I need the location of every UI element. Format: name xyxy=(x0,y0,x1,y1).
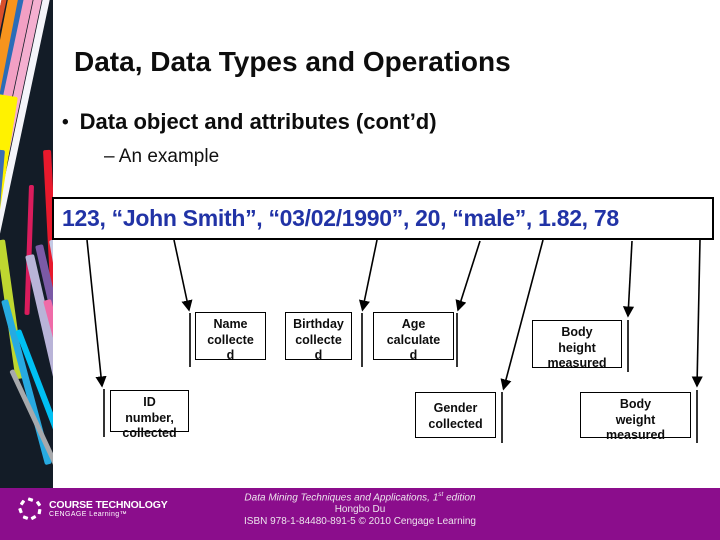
arrow-line-name xyxy=(173,239,193,312)
record-text: 123, “John Smith”, “03/02/1990”, 20, “ma… xyxy=(62,205,619,231)
label-box-body-height: Body height measured xyxy=(532,320,622,370)
sidebar-stripe xyxy=(24,184,34,316)
citation-edition: edition xyxy=(443,492,476,504)
label-box-body-weight: Body weight measured xyxy=(580,392,691,442)
logo-course-technology: COURSE TECHNOLOGY xyxy=(49,499,168,511)
publisher-logo: COURSE TECHNOLOGY CENGAGE Learning™ xyxy=(17,496,168,523)
label-box-id-number: ID number, collected xyxy=(110,390,189,440)
label-box-gender: Gender collected xyxy=(415,392,496,438)
arrow-line-bodyweight xyxy=(691,239,703,388)
label-box-age: Age calculate d xyxy=(373,312,454,362)
publisher-logo-text: COURSE TECHNOLOGY CENGAGE Learning™ xyxy=(49,500,168,519)
arrow-line-id xyxy=(86,239,107,388)
footer-bar xyxy=(0,488,720,540)
citation-isbn: ISBN 978-1-84480-891-5 © 2010 Cengage Le… xyxy=(244,515,476,527)
label-box-birthday: Birthday collecte d xyxy=(285,312,352,362)
bullet-marker: • xyxy=(62,112,69,133)
citation-superscript: st xyxy=(438,491,444,498)
arrow-line-age xyxy=(455,240,481,312)
arrow-line-bodyheight xyxy=(622,240,635,318)
sub-bullet: – An example xyxy=(104,146,220,167)
logo-cengage-learning: CENGAGE Learning™ xyxy=(49,511,127,518)
record-box: 123, “John Smith”, “03/02/1990”, 20, “ma… xyxy=(52,197,714,240)
label-box-name: Name collecte d xyxy=(195,312,266,362)
footer-citation: Data Mining Techniques and Applications,… xyxy=(160,489,560,528)
citation-author: Hongbo Du xyxy=(334,504,386,516)
bullet-text: Data object and attributes (cont’d) xyxy=(79,109,437,134)
cengage-logo-icon xyxy=(18,497,42,521)
citation-title-line: Data Mining Techniques and Applications,… xyxy=(160,489,560,504)
citation-title: Data Mining Techniques and Applications,… xyxy=(244,492,439,504)
arrow-line-birthday xyxy=(358,239,378,312)
bullet-line: • Data object and attributes (cont’d) xyxy=(62,109,437,135)
slide-title: Data, Data Types and Operations xyxy=(74,46,511,77)
sidebar-artwork xyxy=(0,0,53,488)
